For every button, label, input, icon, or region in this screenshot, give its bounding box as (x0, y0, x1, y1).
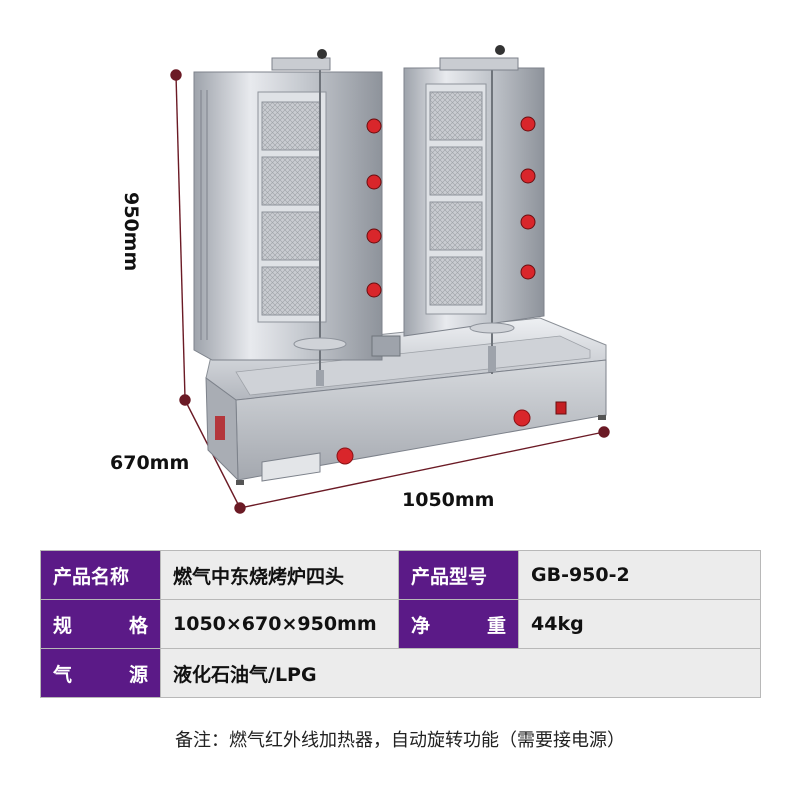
grill-base (205, 317, 607, 485)
product-name-label: 产品名称 (40, 550, 161, 600)
footnote: 备注：燃气红外线加热器，自动旋转功能（需要接电源） (175, 730, 625, 751)
fuel-value: 液化石油气/LPG (160, 648, 761, 698)
front-knob-left (336, 447, 354, 465)
product-figure: 950mm 670mm 1050mm (110, 45, 610, 514)
depth-dimension-label: 670mm (110, 452, 190, 474)
spec-table: 产品名称 燃气中东烧烤炉四头 产品型号 GB-950-2 规 格 1050×67… (40, 550, 761, 698)
size-value: 1050×670×950mm (160, 599, 399, 649)
brand-label (215, 416, 225, 440)
dimension-lines (170, 69, 610, 514)
height-dimension-label: 950mm (120, 192, 142, 272)
center-bracket (371, 335, 401, 357)
dim-dot-corner (179, 394, 191, 406)
weight-label-char-b: 重 (486, 614, 506, 637)
weight-label-char-a: 净 (411, 614, 431, 637)
size-label-char-a: 规 (53, 614, 73, 637)
front-knob-right (513, 409, 531, 427)
spec-row-fuel: 气 源 液化石油气/LPG (40, 648, 761, 698)
width-dimension-label: 1050mm (402, 489, 495, 511)
size-label: 规 格 (40, 599, 161, 649)
fuel-label-char-a: 气 (53, 663, 73, 686)
product-name-value: 燃气中东烧烤炉四头 (160, 550, 399, 600)
product-model-value: GB-950-2 (518, 550, 761, 600)
dim-dot-front (234, 502, 246, 514)
product-model-label: 产品型号 (398, 550, 519, 600)
spec-row-size-weight: 规 格 1050×670×950mm 净 重 44kg (40, 599, 761, 649)
fuel-label-char-b: 源 (128, 663, 148, 686)
weight-value: 44kg (518, 599, 761, 649)
dim-dot-top (170, 69, 182, 81)
left-burner-tower (193, 49, 383, 386)
size-label-char-b: 格 (128, 614, 148, 637)
product-illustration (170, 45, 610, 514)
weight-label: 净 重 (398, 599, 519, 649)
right-burner-tower (403, 45, 545, 374)
fuel-label: 气 源 (40, 648, 161, 698)
spec-row-name-model: 产品名称 燃气中东烧烤炉四头 产品型号 GB-950-2 (40, 550, 761, 600)
power-switch (555, 401, 567, 415)
dim-dot-right (598, 426, 610, 438)
